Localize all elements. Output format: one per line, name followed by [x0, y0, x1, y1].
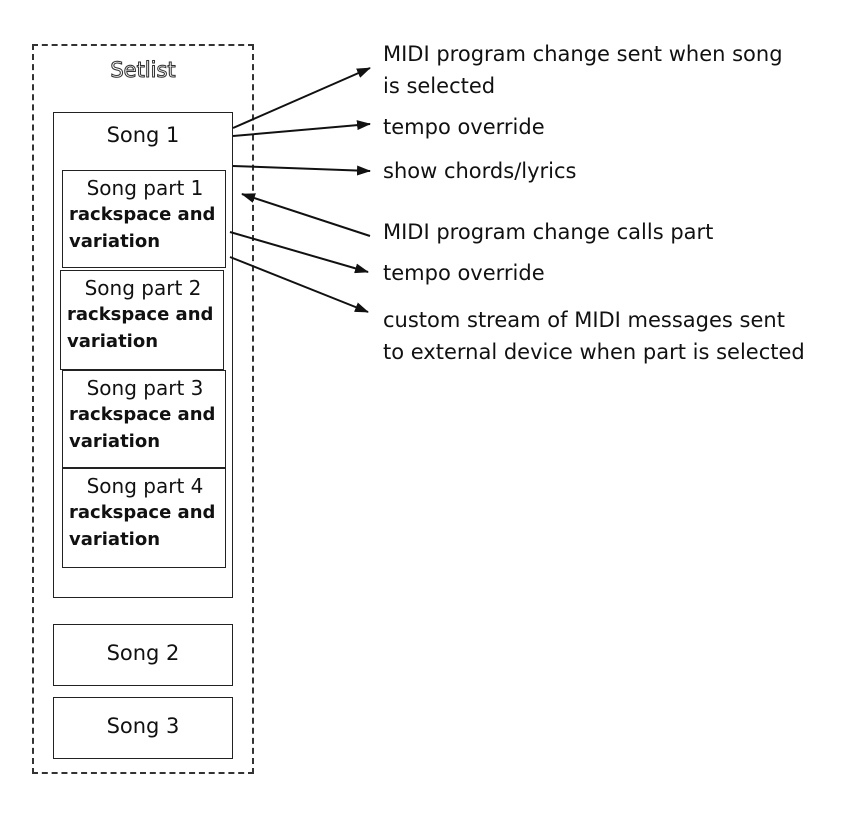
song-part-3-detail: rackspace and variation: [69, 404, 216, 452]
setlist-frame: [32, 44, 254, 774]
song-part-4-label: Song part 4: [86, 474, 204, 498]
annotation-part-program-change: MIDI program change calls part: [383, 220, 714, 244]
annotation-part-stream-line-2: to external device when part is selected: [383, 340, 805, 364]
song-3-box: Song 3: [53, 697, 233, 759]
song-part-2-label: Song part 2: [84, 276, 202, 300]
annotation-song-chords: show chords/lyrics: [383, 159, 577, 183]
song-part-3-label: Song part 3: [86, 376, 204, 400]
song-part-1-box: Song part 1 rackspace and variation: [62, 170, 226, 268]
song-part-4-detail: rackspace and variation: [69, 502, 216, 550]
annotation-song-tempo: tempo override: [383, 115, 545, 139]
annotation-part-stream-line-1: custom stream of MIDI messages sent: [383, 308, 785, 332]
song-2-box: Song 2: [53, 624, 233, 686]
annotation-part-stream: custom stream of MIDI messages sent to e…: [383, 304, 805, 368]
arrow-part-program-change: [241, 193, 371, 237]
song-3-label: Song 3: [106, 714, 180, 738]
annotation-part-tempo: tempo override: [383, 261, 545, 285]
annotation-song-program-change: MIDI program change sent when song is se…: [383, 38, 783, 102]
song-1-label: Song 1: [106, 123, 180, 147]
song-part-1-label: Song part 1: [86, 176, 204, 200]
song-part-1-detail: rackspace and variation: [69, 204, 216, 252]
song-part-2-detail: rackspace and variation: [67, 304, 214, 352]
setlist-title: Setlist: [110, 58, 176, 83]
annotation-song-program-change-line-2: is selected: [383, 74, 496, 98]
annotation-song-program-change-line-1: MIDI program change sent when song: [383, 42, 783, 66]
song-2-label: Song 2: [106, 641, 180, 665]
song-part-3-box: Song part 3 rackspace and variation: [62, 370, 226, 468]
song-part-4-box: Song part 4 rackspace and variation: [62, 468, 226, 568]
song-part-2-box: Song part 2 rackspace and variation: [60, 270, 224, 370]
